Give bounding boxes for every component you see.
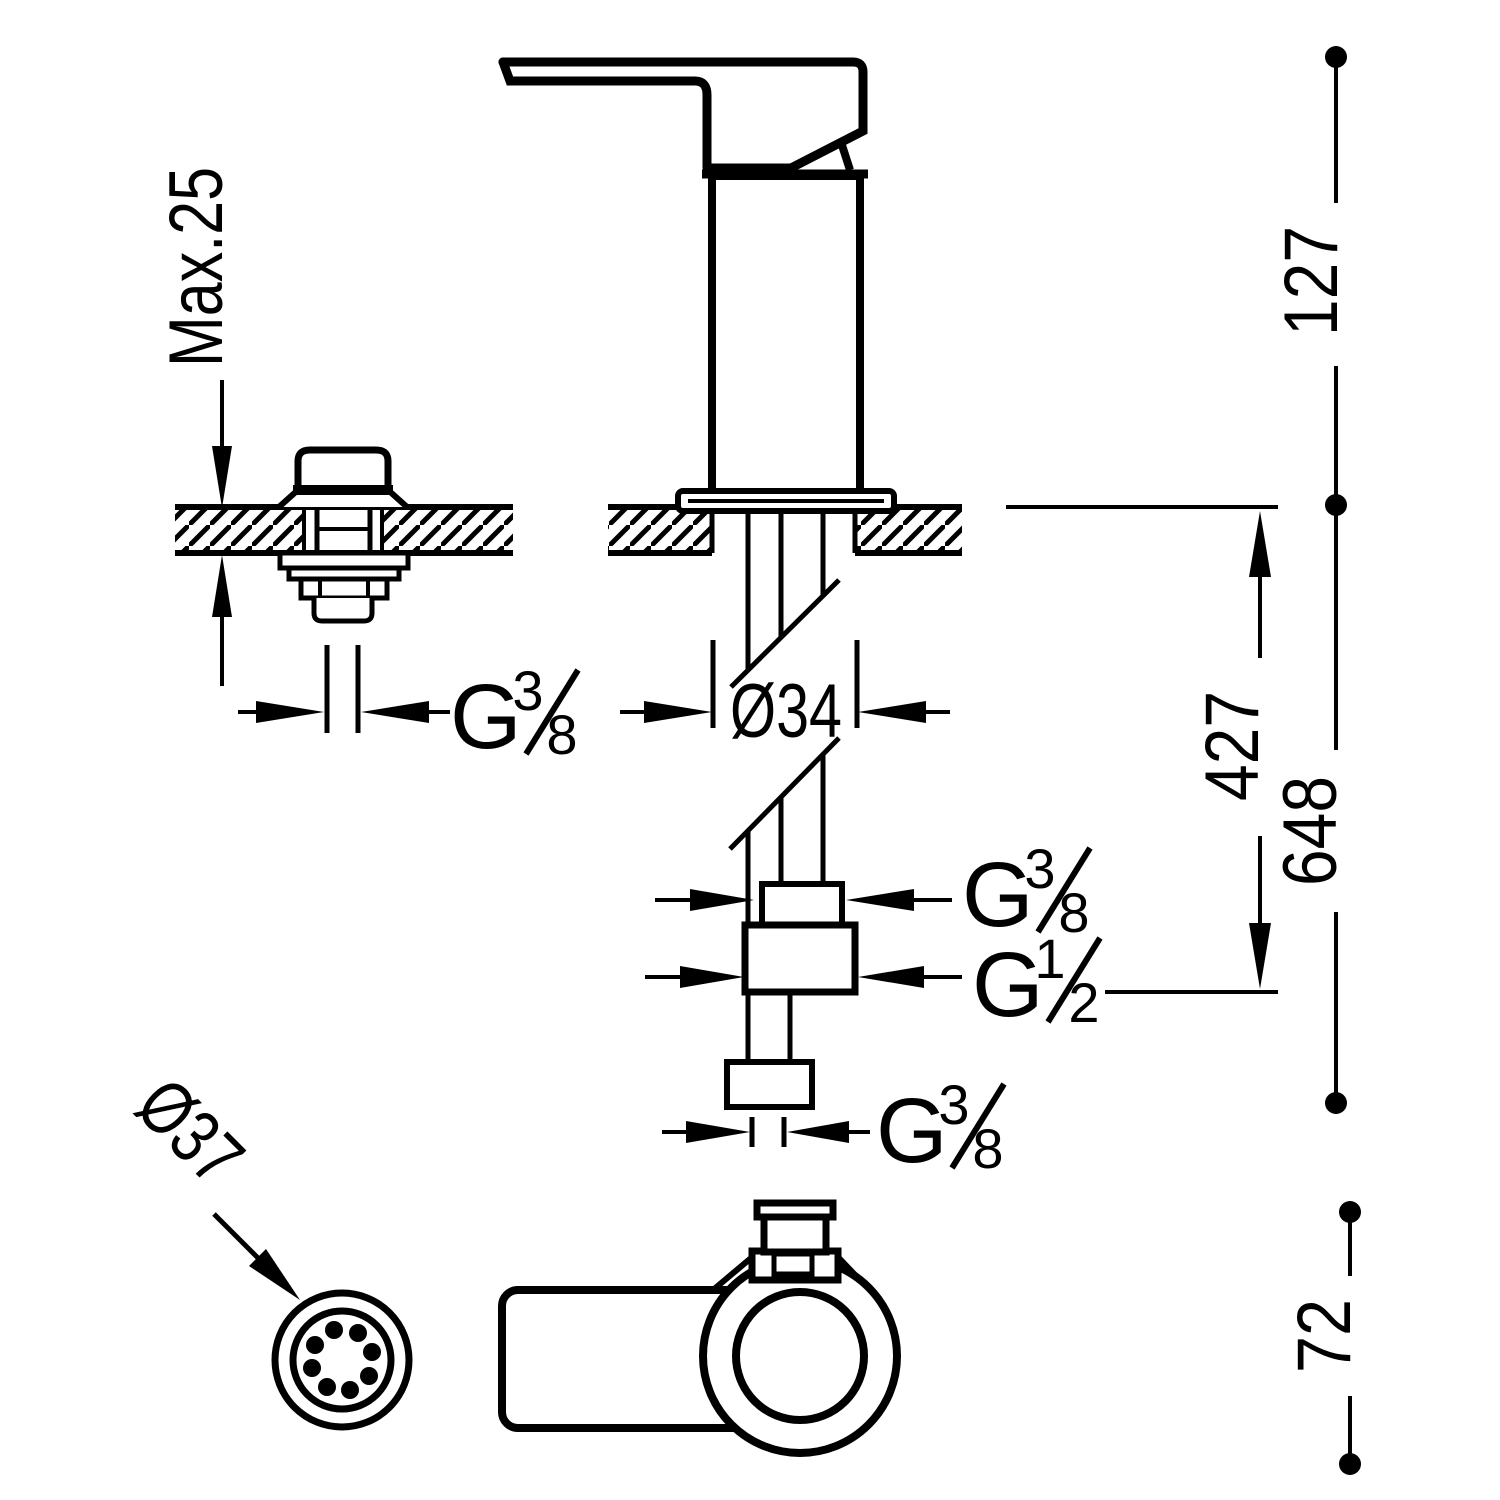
datum-dot [1325, 1092, 1347, 1114]
aerator-inner-ring [289, 1307, 395, 1413]
aerator-holes [303, 1321, 381, 1399]
thread-letter: G [450, 666, 522, 768]
hose-drop-label: 427 [1190, 691, 1275, 801]
aerator-diameter-label: Ø37 [120, 1062, 259, 1201]
thread-numerator: 1 [1034, 927, 1065, 990]
hose-end-fitting [724, 1059, 815, 1110]
mount-hole-edges [302, 507, 384, 553]
datum-dot [1325, 46, 1347, 68]
fraction-slash [949, 1082, 1007, 1170]
mounting-detail [175, 446, 513, 624]
hose-lines-upper [745, 512, 826, 670]
thread-g38-upper-dimension: G 3 8 [655, 837, 1093, 946]
connector-g38-body [759, 881, 845, 928]
thread-letter: G [972, 934, 1044, 1036]
arrow-left-icon [787, 1121, 849, 1143]
arrow-left-icon [858, 701, 926, 723]
arrow-left-icon [858, 966, 924, 988]
fraction-slash [1045, 936, 1103, 1024]
thread-ticks [324, 645, 361, 733]
body-inner-circle [732, 1288, 868, 1424]
mount-nut [298, 576, 390, 601]
dimension-427: 427 [1190, 511, 1275, 989]
mount-nut-facets [318, 579, 370, 598]
datum-dot [1339, 1201, 1361, 1223]
arrow-up-icon [1249, 511, 1271, 577]
cartridge-pin [836, 137, 854, 172]
thread-ticks [749, 1117, 787, 1147]
dimension-127: 127 [1269, 46, 1354, 503]
thread-denominator: 2 [1068, 971, 1099, 1034]
fraction-slash [1035, 846, 1093, 934]
hole-diameter-dimension: Ø34 [620, 640, 950, 754]
mount-hatch-left [175, 507, 304, 553]
faucet-body-outline [708, 172, 864, 498]
lever-handle-underside [498, 57, 712, 173]
dimension-72: 72 [1282, 1201, 1367, 1475]
leader-line [212, 1212, 260, 1260]
thread-g38-lower-dimension: G 3 8 [662, 1073, 1007, 1182]
thread-numerator: 3 [938, 1073, 969, 1136]
arrow-right-icon [686, 1121, 750, 1143]
arrow-right-icon [680, 966, 744, 988]
handle-stub-cap [753, 1199, 837, 1221]
arrow-left-icon [361, 701, 429, 723]
countertop-hatch-right [855, 507, 962, 553]
thread-g12-dimension: G 1 2 [645, 927, 1103, 1036]
hose-lines-lower [745, 754, 826, 927]
dimension-648: 648 [1268, 494, 1353, 1114]
fraction-slash [523, 668, 581, 756]
handle-stub [760, 1212, 830, 1256]
thread-numerator: 3 [512, 659, 543, 722]
extension-lines [710, 640, 860, 728]
height-above-deck-label: 127 [1269, 226, 1354, 336]
faucet-plan-view [498, 1199, 901, 1457]
arrow-down-icon [1249, 923, 1271, 989]
total-height-label: 648 [1268, 776, 1353, 886]
arrow-diagonal-icon [249, 1249, 300, 1300]
aerator-detail: Ø37 [120, 1062, 413, 1431]
supply-hoses [728, 512, 841, 927]
arrow-left-icon [846, 889, 914, 911]
thread-denominator: 8 [1058, 881, 1089, 944]
right-dimension-column: 427 127 648 72 [1006, 46, 1367, 1475]
arrow-right-icon [690, 889, 754, 911]
max-embed-dimension: Max.25 [154, 167, 239, 686]
hose-connectors [724, 881, 859, 1147]
countertop-hole-edges [709, 507, 858, 553]
connector-g12-body [741, 921, 859, 996]
thread-denominator: 8 [972, 1117, 1003, 1180]
thread-g38-left-dimension: G 3 8 [238, 645, 581, 768]
datum-dot [1339, 1453, 1361, 1475]
mount-knob [294, 446, 392, 489]
break-lines [728, 578, 841, 851]
max-embed-label: Max.25 [154, 167, 239, 367]
body-depth-label: 72 [1282, 1299, 1367, 1373]
countertop-hatch-left [608, 507, 712, 553]
hose-tube [745, 992, 793, 1062]
mount-hatch-right [382, 507, 513, 553]
thread-letter: G [876, 1080, 948, 1182]
thread-denominator: 8 [546, 703, 577, 766]
arrow-right-icon [256, 701, 324, 723]
lever-handle-outline [498, 57, 868, 173]
hole-diameter-label: Ø34 [730, 669, 842, 754]
faucet-side-view [498, 57, 897, 514]
datum-dot [1325, 494, 1347, 516]
thread-letter: G [962, 844, 1034, 946]
arrow-right-icon [644, 701, 712, 723]
thread-numerator: 3 [1024, 837, 1055, 900]
arrow-down-icon [212, 446, 232, 508]
arrow-up-icon [212, 555, 232, 617]
mount-thread-end [311, 598, 375, 624]
